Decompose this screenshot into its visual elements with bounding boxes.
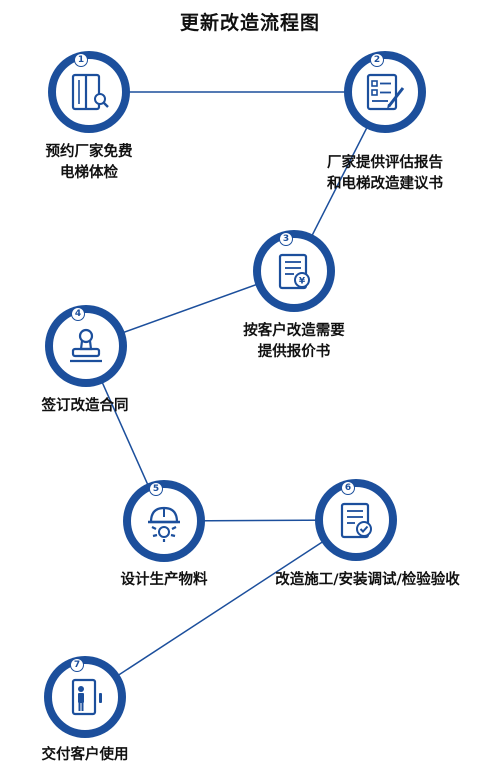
step-7-number: 7 (70, 658, 84, 672)
quotation-document-icon: ¥ (278, 253, 310, 290)
inspection-document-icon (340, 502, 372, 539)
step-2-number: 2 (370, 53, 384, 67)
step-4-node: 4 (45, 305, 127, 387)
step-7-node: 7 (44, 656, 126, 738)
contract-stamp-icon (70, 328, 102, 363)
step-5-label: 设计生产物料 (120, 572, 208, 588)
step-6-number: 6 (341, 481, 355, 495)
svg-text:¥: ¥ (299, 277, 306, 287)
elevator-door-icon (71, 73, 109, 111)
connector-6-7 (84, 519, 357, 698)
page-title: 更新改造流程图 (179, 12, 320, 34)
step-3-number: 3 (279, 232, 293, 246)
step-2-label: 厂家提供评估报告和电梯改造建议书 (327, 155, 443, 192)
step-4-number: 4 (71, 307, 85, 321)
step-2-node: 2 (344, 51, 426, 133)
step-6-node: 6 (315, 479, 397, 561)
step-3-label: 按客户改造需要提供报价书 (243, 323, 345, 360)
step-1-number: 1 (74, 53, 88, 67)
step-7-label: 交付客户使用 (41, 747, 129, 763)
step-1-node: 1 (48, 51, 130, 133)
step-3-node: 3 ¥ (253, 230, 335, 312)
checklist-clipboard-icon (366, 73, 405, 111)
helmet-gear-icon (148, 506, 180, 542)
step-5-node: 5 (123, 480, 205, 562)
step-5-number: 5 (149, 482, 163, 496)
step-4-label: 签订改造合同 (41, 398, 129, 414)
step-6-label: 改造施工/安装调试/检验验收 (275, 572, 460, 588)
step-1-label: 预约厂家免费电梯体检 (45, 144, 133, 181)
elevator-passenger-icon (71, 678, 102, 716)
